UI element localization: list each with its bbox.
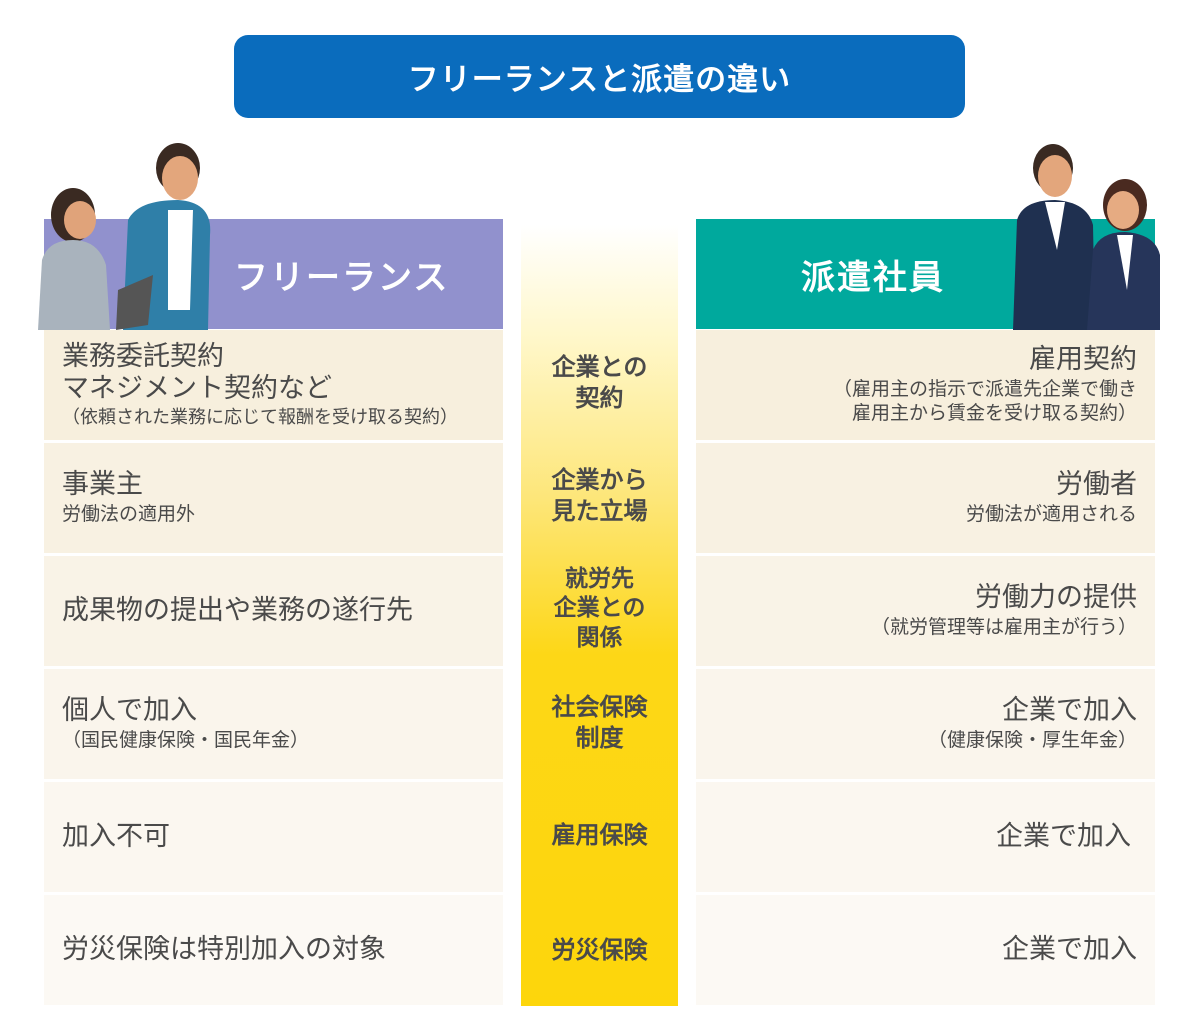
dispatch-contract-note-2: 雇用主から賃金を受け取る契約） — [851, 402, 1137, 425]
freelance-accident-insurance-cell: 労災保険は特別加入の対象 — [44, 895, 503, 1005]
freelance-contract-main-2: マネジメント契約など — [62, 373, 332, 405]
freelance-social-insurance-cell: 個人で加入 （国民健康保険・国民年金） — [44, 669, 503, 779]
page-title: フリーランスと派遣の違い — [234, 35, 965, 118]
category-line: 労災保険 — [551, 936, 648, 964]
category-line: 雇用保険 — [551, 821, 648, 849]
dispatch-contract-cell: 雇用契約 （雇用主の指示で派遣先企業で働き 雇用主から賃金を受け取る契約） — [696, 330, 1155, 440]
category-accident-insurance: 労災保険 — [521, 935, 678, 966]
freelance-position-note: 労働法の適用外 — [62, 502, 196, 525]
dispatch-relation-cell: 労働力の提供 （就労管理等は雇用主が行う） — [696, 556, 1155, 666]
category-social-insurance: 社会保険 制度 — [521, 692, 678, 754]
dispatch-position-cell: 労働者 労働法が適用される — [696, 443, 1155, 553]
dispatch-contract-main: 雇用契約 — [1029, 344, 1137, 376]
dispatch-position-main: 労働者 — [1056, 469, 1137, 501]
freelance-employment-insurance-cell: 加入不可 — [44, 782, 503, 892]
category-line: 社会保険 — [551, 693, 648, 721]
dispatch-employment-insurance-main: 企業で加入 — [996, 820, 1131, 852]
dispatch-contract-note: （雇用主の指示で派遣先企業で働き — [832, 377, 1137, 400]
freelance-relation-cell: 成果物の提出や業務の遂行先 — [44, 556, 503, 666]
freelance-contract-main: 業務委託契約 — [62, 340, 224, 372]
dispatch-workers-illustration-icon — [1013, 144, 1160, 330]
dispatch-position-note: 労働法が適用される — [965, 502, 1137, 525]
freelance-contract-note: （依頼された業務に応じて報酬を受け取る契約） — [62, 406, 458, 428]
dispatch-social-insurance-cell: 企業で加入 （健康保険・厚生年金） — [696, 669, 1155, 779]
freelance-relation-main: 成果物の提出や業務の遂行先 — [62, 594, 413, 626]
freelance-position-main: 事業主 — [62, 469, 143, 501]
category-relation: 就労先 企業との 関係 — [521, 565, 678, 653]
category-position: 企業から 見た立場 — [521, 465, 678, 527]
category-column — [521, 225, 678, 1006]
freelance-accident-insurance-main: 労災保険は特別加入の対象 — [62, 933, 386, 965]
dispatch-employment-insurance-cell: 企業で加入 — [696, 782, 1155, 892]
category-line: 関係 — [576, 624, 623, 651]
dispatch-social-insurance-note: （健康保険・厚生年金） — [927, 728, 1137, 751]
dispatch-social-insurance-main: 企業で加入 — [1002, 695, 1137, 727]
category-line: 就労先 — [565, 566, 634, 592]
freelancers-illustration-icon — [38, 143, 211, 330]
freelance-social-insurance-note: （国民健康保険・国民年金） — [62, 728, 310, 751]
category-contract: 企業との 契約 — [521, 352, 678, 414]
dispatch-relation-note: （就労管理等は雇用主が行う） — [870, 615, 1137, 638]
freelance-position-cell: 事業主 労働法の適用外 — [44, 443, 503, 553]
category-line: 契約 — [575, 384, 624, 413]
freelance-social-insurance-main: 個人で加入 — [62, 695, 197, 727]
dispatch-accident-insurance-main: 企業で加入 — [1002, 933, 1137, 965]
freelance-contract-cell: 業務委託契約 マネジメント契約など （依頼された業務に応じて報酬を受け取る契約） — [44, 330, 503, 440]
dispatch-accident-insurance-cell: 企業で加入 — [696, 895, 1155, 1005]
category-line: 企業との — [553, 595, 646, 622]
dispatch-relation-main: 労働力の提供 — [975, 582, 1137, 614]
category-line: 企業との — [551, 353, 648, 381]
freelance-employment-insurance-main: 加入不可 — [62, 820, 170, 852]
category-line: 企業から — [551, 466, 648, 494]
category-line: 制度 — [575, 724, 624, 753]
category-employment-insurance: 雇用保険 — [521, 820, 678, 851]
category-line: 見た立場 — [551, 497, 648, 526]
